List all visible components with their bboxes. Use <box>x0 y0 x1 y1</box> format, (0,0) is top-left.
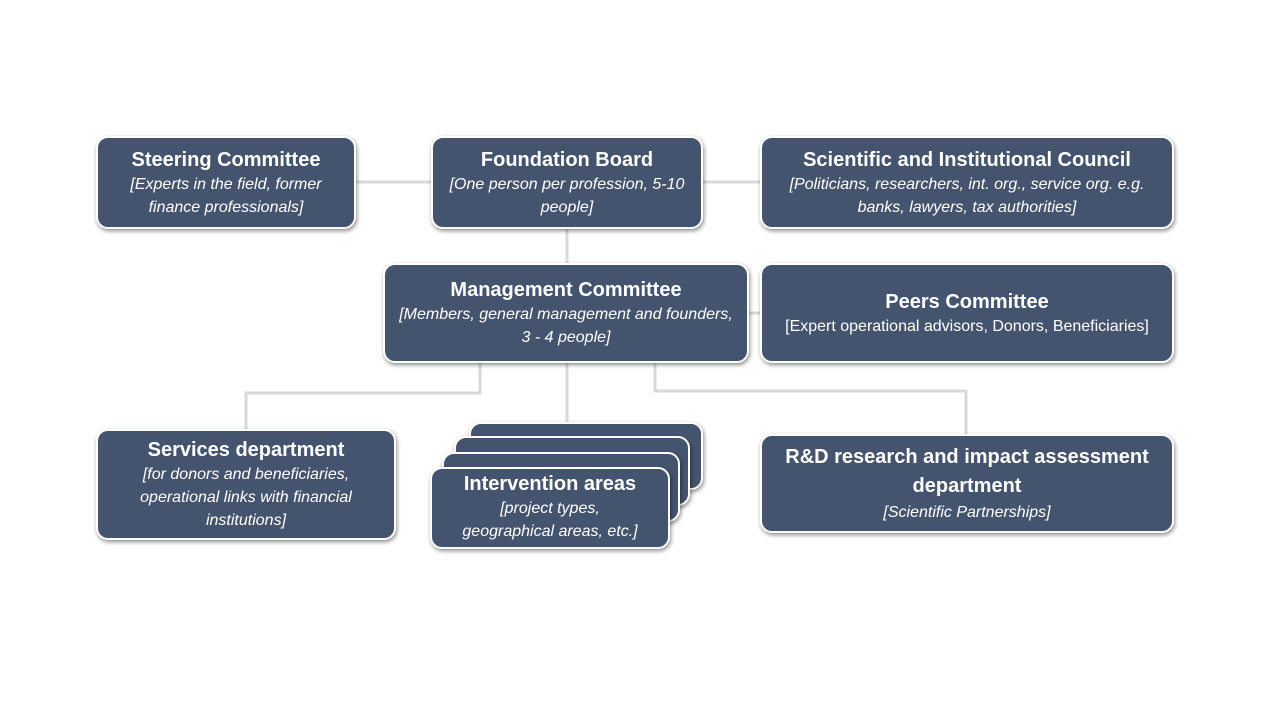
management-committee-box: Management Committee [Members, general m… <box>383 263 749 363</box>
management-committee-title: Management Committee <box>450 279 682 301</box>
services-department-box: Services department [for donors and bene… <box>96 429 396 540</box>
peers-committee-description: [Expert operational advisors, Donors, Be… <box>785 317 1149 335</box>
connector-management-rnd <box>653 362 968 436</box>
connector-management-services <box>244 362 482 431</box>
foundation-board-description: [One person per profession, 5-10 people] <box>449 175 685 216</box>
peers-committee-box: Peers Committee [Expert operational advi… <box>760 263 1174 363</box>
intervention-areas-title: Intervention areas <box>463 473 637 495</box>
services-department-description: [for donors and beneficiaries, operation… <box>140 466 352 529</box>
foundation-board-title: Foundation Board <box>480 148 654 171</box>
steering-committee-title: Steering Committee <box>131 148 321 171</box>
foundation-board-box: Foundation Board [One person per profess… <box>431 136 703 229</box>
management-committee-description: [Members, general management and founder… <box>399 306 733 346</box>
rnd-department-title: R&D research and impact assessment depar… <box>785 446 1149 497</box>
rnd-department-box: R&D research and impact assessment depar… <box>760 434 1174 533</box>
rnd-department-description: [Scientific Partnerships] <box>883 504 1051 521</box>
scientific-council-box: Scientific and Institutional Council [Po… <box>760 136 1174 229</box>
intervention-areas-description: [project types, geographical areas, etc.… <box>462 500 638 540</box>
intervention-areas-box: Intervention areas [project types, geogr… <box>430 467 670 549</box>
scientific-council-description: [Politicians, researchers, int. org., se… <box>789 175 1145 216</box>
services-department-title: Services department <box>147 439 345 461</box>
peers-committee-title: Peers Committee <box>885 290 1049 313</box>
steering-committee-box: Steering Committee [Experts in the field… <box>96 136 356 229</box>
steering-committee-description: [Experts in the field, former finance pr… <box>130 175 322 216</box>
scientific-council-title: Scientific and Institutional Council <box>803 148 1131 171</box>
